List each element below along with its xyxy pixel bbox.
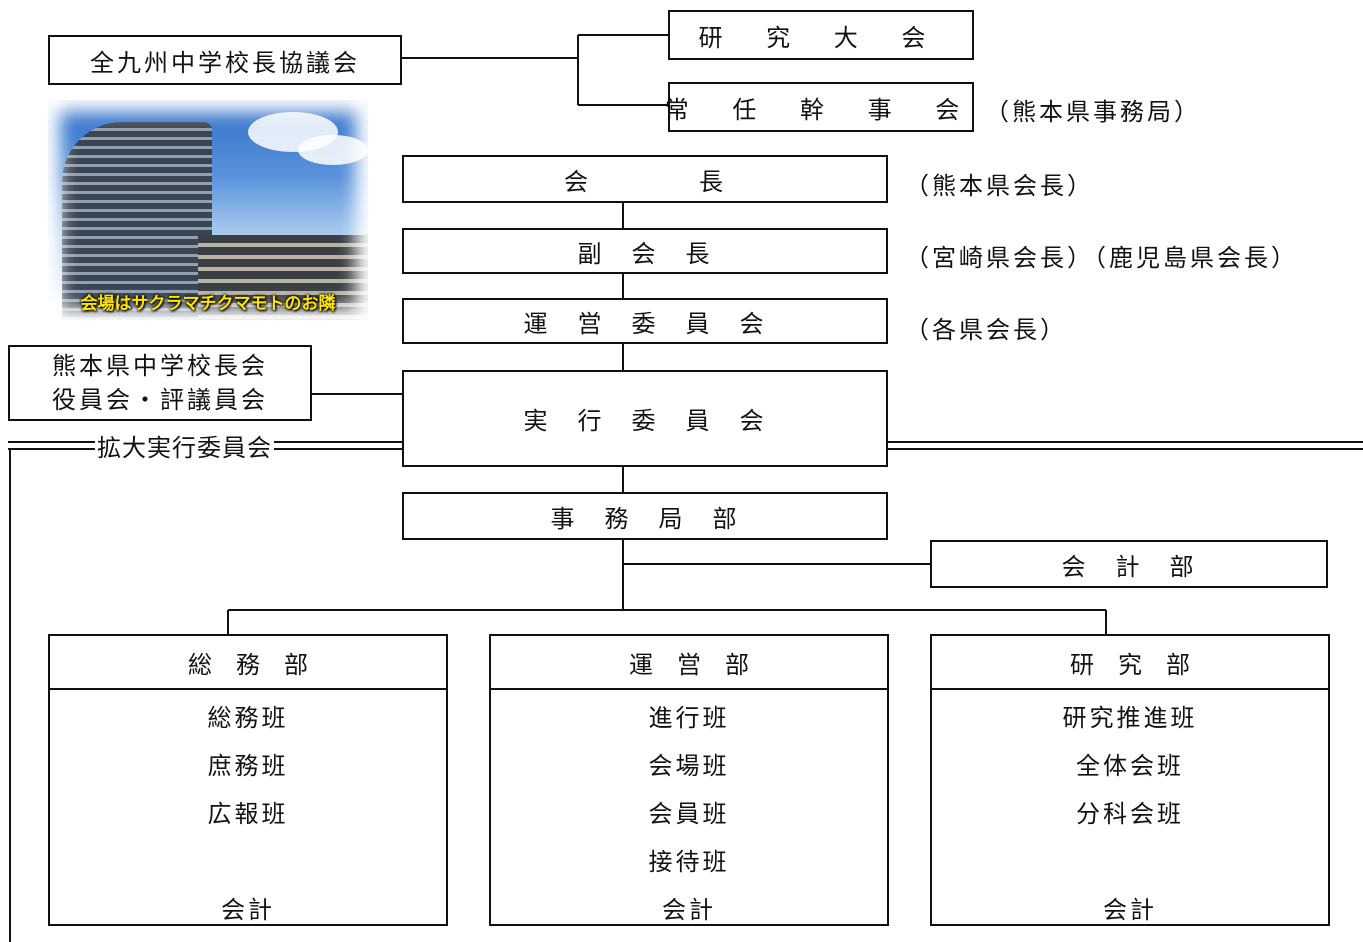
kakudai-label: 拡大実行委員会 — [95, 428, 274, 463]
unei-iinkai-box: 運 営 委 員 会 — [402, 298, 888, 344]
unei-iinkai-label: 運 営 委 員 会 — [523, 309, 767, 338]
dept-somu-item: 総務班 — [207, 704, 289, 732]
fukukaicho-note: （宮崎県会長）（鹿児島県会長） — [905, 238, 1298, 273]
kumamoto-line2: 役員会・評議員会 — [52, 386, 268, 414]
kenkyu-taikai-box: 研 究 大 会 — [668, 10, 974, 60]
jimukyokubu-box: 事 務 局 部 — [402, 492, 888, 540]
dept-kenkyu-item: 分科会班 — [1076, 800, 1184, 828]
dept-unei-item: 接待班 — [648, 848, 730, 876]
zenkyushu-label: 全九州中学校長協議会 — [90, 48, 360, 77]
kumamoto-line1: 熊本県中学校長会 — [52, 352, 268, 380]
dept-unei: 運 営 部 進行班 会場班 会員班 接待班 会計 — [489, 634, 889, 926]
jikko-iinkai-box: 実 行 委 員 会 — [402, 370, 888, 467]
dept-unei-title: 運 営 部 — [491, 636, 887, 690]
kaicho-box: 会 長 — [402, 155, 888, 203]
dept-somu-item: 会計 — [221, 896, 275, 924]
dept-unei-item: 会員班 — [648, 800, 730, 828]
jikko-iinkai-label: 実 行 委 員 会 — [523, 407, 767, 435]
dept-somu-title: 総 務 部 — [50, 636, 446, 690]
jimukyokubu-label: 事 務 局 部 — [550, 504, 740, 533]
jonin-kanjikai-label: 常 任 幹 事 会 — [664, 95, 978, 124]
kaicho-label: 会 長 — [564, 167, 726, 196]
zenkyushu-box: 全九州中学校長協議会 — [48, 35, 402, 85]
dept-somu: 総 務 部 総務班 庶務班 広報班 会計 — [48, 634, 448, 926]
venue-photo: 会場はサクラマチクマモトのお隣 — [48, 100, 368, 320]
dept-somu-item: 広報班 — [207, 800, 289, 828]
photo-caption: 会場はサクラマチクマモトのお隣 — [80, 294, 336, 314]
dept-kenkyu-title: 研 究 部 — [932, 636, 1328, 690]
dept-somu-item: 庶務班 — [207, 752, 289, 780]
dept-kenkyu-item: 会計 — [1103, 896, 1157, 924]
jimukyoku-note: （熊本県事務局） — [985, 92, 1201, 127]
unei-iinkai-note: （各県会長） — [905, 310, 1067, 345]
kaikeibu-box: 会 計 部 — [930, 540, 1328, 588]
kaikeibu-label: 会 計 部 — [1061, 552, 1197, 581]
dept-unei-item: 会場班 — [648, 752, 730, 780]
dept-kenkyu-item: 全体会班 — [1076, 752, 1184, 780]
fukukaicho-box: 副 会 長 — [402, 228, 888, 274]
fukukaicho-label: 副 会 長 — [577, 239, 713, 268]
dept-unei-item: 進行班 — [648, 704, 730, 732]
kenkyu-taikai-label: 研 究 大 会 — [698, 23, 944, 52]
kaicho-note: （熊本県会長） — [905, 166, 1094, 201]
jonin-kanjikai-box: 常 任 幹 事 会 — [665, 82, 974, 132]
dept-kenkyu: 研 究 部 研究推進班 全体会班 分科会班 会計 — [930, 634, 1330, 926]
dept-unei-item: 会計 — [662, 896, 716, 924]
dept-kenkyu-item: 研究推進班 — [1062, 704, 1198, 732]
kumamoto-box: 熊本県中学校長会 役員会・評議員会 — [8, 345, 312, 421]
